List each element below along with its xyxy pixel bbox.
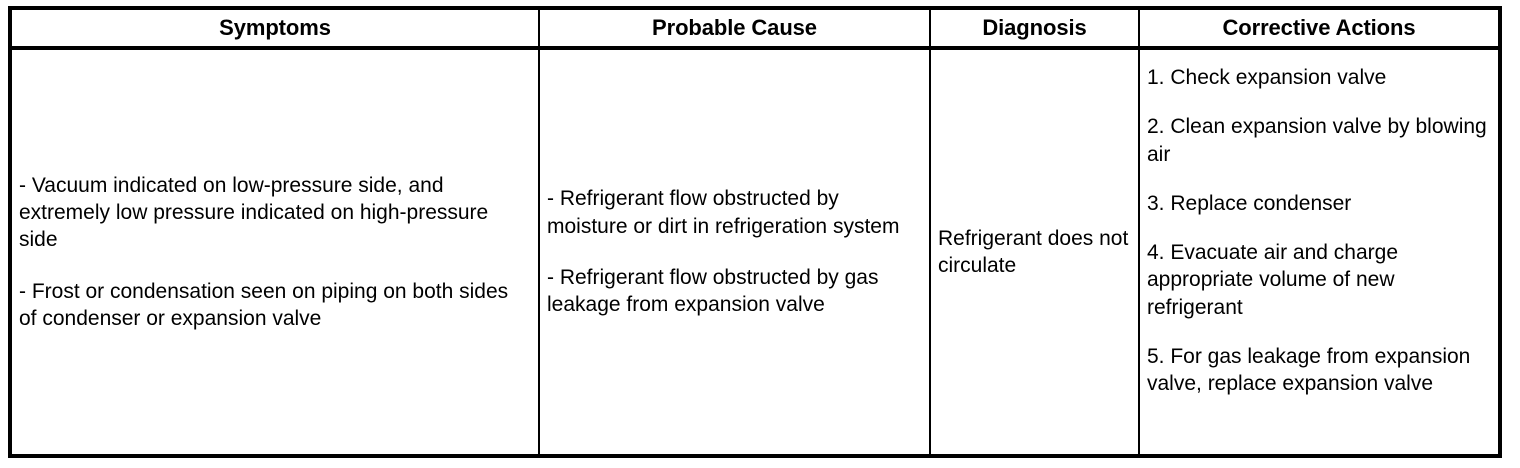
troubleshooting-table: Symptoms Probable Cause Diagnosis Correc… bbox=[8, 6, 1502, 458]
table-header: Symptoms Probable Cause Diagnosis Correc… bbox=[12, 10, 1498, 50]
action-item: 1. Check expansion valve bbox=[1147, 66, 1387, 89]
column-header-diagnosis: Diagnosis bbox=[930, 10, 1140, 50]
column-header-symptoms: Symptoms bbox=[12, 10, 540, 50]
table-row: - Vacuum indicated on low-pressure side,… bbox=[12, 48, 1498, 454]
cell-corrective-actions: 1. Check expansion valve 2. Clean expans… bbox=[1139, 48, 1498, 454]
cell-probable-cause: - Refrigerant flow obstructed by moistur… bbox=[539, 48, 931, 454]
cause-item: - Refrigerant flow obstructed by gas lea… bbox=[547, 266, 879, 317]
table-body: - Vacuum indicated on low-pressure side,… bbox=[12, 48, 1498, 454]
diagnosis-item: Refrigerant does not circulate bbox=[938, 226, 1129, 277]
action-item: 3. Replace condenser bbox=[1147, 191, 1352, 215]
column-header-corrective-actions: Corrective Actions bbox=[1139, 10, 1498, 50]
symptom-item: - Vacuum indicated on low-pressure side,… bbox=[19, 173, 489, 252]
column-header-probable-cause: Probable Cause bbox=[539, 10, 931, 50]
action-item: 2. Clean expansion valve by blowing air bbox=[1147, 115, 1487, 166]
symptom-item: - Frost or condensation seen on piping o… bbox=[19, 279, 509, 330]
action-item: 5. For gas leakage from expansion valve,… bbox=[1147, 345, 1471, 396]
cell-diagnosis: Refrigerant does not circulate bbox=[930, 48, 1140, 454]
cause-item: - Refrigerant flow obstructed by moistur… bbox=[547, 187, 900, 238]
header-row: Symptoms Probable Cause Diagnosis Correc… bbox=[12, 10, 1498, 50]
action-item: 4. Evacuate air and charge appropriate v… bbox=[1147, 241, 1398, 319]
cell-symptoms: - Vacuum indicated on low-pressure side,… bbox=[12, 48, 540, 454]
table: Symptoms Probable Cause Diagnosis Correc… bbox=[12, 10, 1498, 454]
